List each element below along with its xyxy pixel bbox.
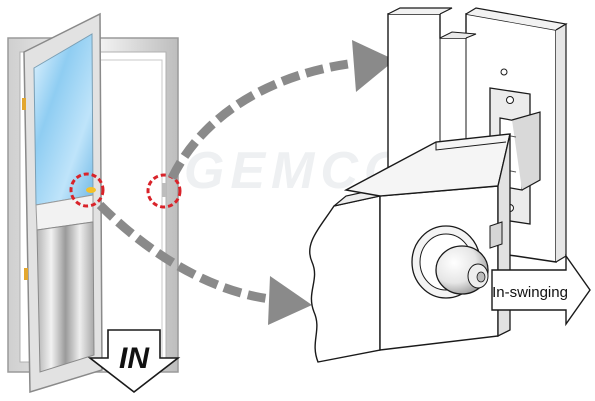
knob-icon <box>435 245 489 295</box>
in-swinging-label: In-swinging <box>492 284 568 301</box>
in-arrow-icon: IN <box>87 329 181 394</box>
lock-icon <box>309 133 511 363</box>
in-arrow-label: IN <box>119 342 150 375</box>
in-swinging-arrow-icon: In-swinging <box>491 253 591 327</box>
upper-flow-arrow <box>167 40 395 180</box>
strike-callout-ring <box>146 173 182 209</box>
screw-icon <box>506 96 514 104</box>
latch-callout-ring <box>69 172 105 208</box>
strike-point <box>162 183 166 197</box>
hinge-icon <box>24 268 28 280</box>
door-edge-section <box>309 195 381 363</box>
lower-flow-arrow <box>96 201 312 325</box>
hinge-icon <box>22 98 26 110</box>
latch-bolt <box>489 221 503 249</box>
latch-point <box>86 187 96 193</box>
screw-icon <box>500 68 508 76</box>
door-panel <box>36 221 95 373</box>
